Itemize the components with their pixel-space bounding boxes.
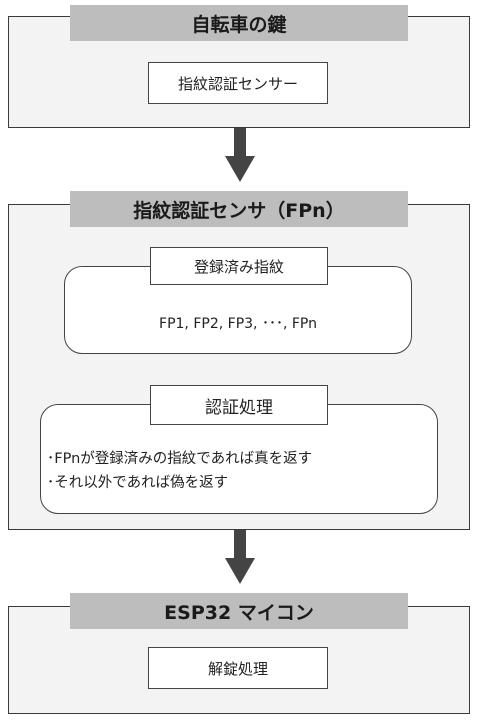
bike-lock-panel-title: 自転車の鍵 xyxy=(70,5,408,41)
flow-arrow-2 xyxy=(225,530,255,584)
fingerprint-sensor-panel-title: 指紋認証センサ（FPn） xyxy=(70,191,408,227)
flow-arrow-1 xyxy=(225,128,255,182)
unlock-process-box: 解錠処理 xyxy=(148,647,328,689)
registered-fingerprints-label: 登録済み指紋 xyxy=(150,247,328,285)
authentication-rule-true: ･FPnが登録済みの指紋であれば真を返す xyxy=(47,451,313,467)
authentication-rules: ･FPnが登録済みの指紋であれば真を返す ･それ以外であれば偽を返す xyxy=(47,447,312,495)
authentication-process-label: 認証処理 xyxy=(150,385,328,425)
registered-fingerprints-list: FP1, FP2, FP3, ･･･, FPn xyxy=(159,316,317,332)
esp32-panel-title: ESP32 マイコン xyxy=(70,593,408,629)
authentication-rule-false: ･それ以外であれば偽を返す xyxy=(47,475,229,491)
fingerprint-sensor-box: 指紋認証センサー xyxy=(148,62,328,104)
